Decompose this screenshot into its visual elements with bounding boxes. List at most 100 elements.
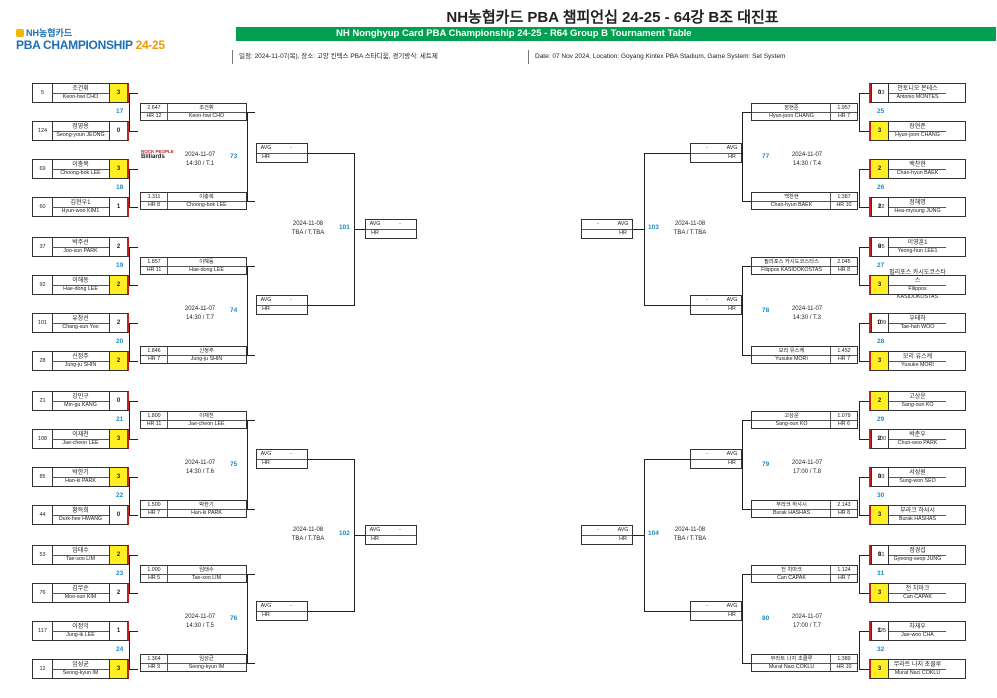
set-score: 3 [871,122,889,140]
player-box[interactable]: 29고상운Sang-oun KO2 [869,391,966,411]
avg-label: AVG [726,451,738,457]
hr-row: HR [582,535,632,544]
match-stats-box[interactable]: AVG-HR [256,601,308,621]
match-stats-box[interactable]: AVG-HR [256,449,308,469]
bracket-line [742,574,751,575]
high-run-value: HR 11 [146,267,162,273]
winner-name-en: Murat Naci COKLU [768,664,815,670]
match-stats-box[interactable]: AVG-HR [256,295,308,315]
match-stats-box[interactable]: AVG-HR [690,143,742,163]
match-stats-box[interactable]: AVG-HR [690,295,742,315]
winner-name-en: Tae-soo LIM [191,575,222,581]
match-number: 30 [877,492,885,499]
winner-name-ko: 이해동 [167,258,246,267]
player-name-ko: 박한기 [72,469,89,476]
player-name-ko: 이재천 [72,431,89,438]
match-date: 2024-11-08 [292,221,324,227]
match-stats-box[interactable]: AVG-HR [256,143,308,163]
player-name-ko: 이정익 [72,623,89,630]
match-time: 14:30 / T.5 [186,623,214,629]
match-stats-box[interactable]: AVG-HR [690,601,742,621]
avg-row: AVG- [691,450,741,460]
avg-label: AVG [726,145,738,151]
match-stats-box[interactable]: AVG-HR [365,219,417,239]
match-stats-box[interactable]: AVG-HR [581,525,633,545]
match-stats-box[interactable]: AVG-HR [365,525,417,545]
match-stats-box[interactable]: AVG-HR [690,449,742,469]
avg-row: AVG- [257,450,307,460]
title-english: NH Nonghyup Card PBA Championship 24-25 … [336,28,692,39]
player-name-en: Filippos KASIDOKOSTAS [889,285,946,300]
bracket-line [308,305,354,306]
match-stats-box[interactable]: AVG-HR [581,219,633,239]
bracket-line [247,266,248,356]
player-name-en: Jae-cheon LEE [52,438,109,447]
avg-row: AVG- [257,144,307,154]
avg-value: 1.800 [141,412,167,421]
player-name-en: Gyeong-seop JUNG [889,554,946,563]
player-name-en: Burak HASHAS [889,514,946,523]
bracket-line [742,112,751,113]
sponsor-logo: ROCK PEOPLE Billiards [141,149,174,160]
match-number: 23 [116,570,124,577]
match-number: 79 [762,461,770,468]
match-time: 14:30 / T.4 [793,161,821,167]
hr-row: HR [582,229,632,238]
set-score: 3 [871,352,889,370]
avg-label: AVG [726,603,738,609]
winner-name-ko: 임태수 [167,566,246,575]
set-score: 2 [871,198,889,216]
bracket-line [644,459,690,460]
match-number: 76 [230,615,238,622]
